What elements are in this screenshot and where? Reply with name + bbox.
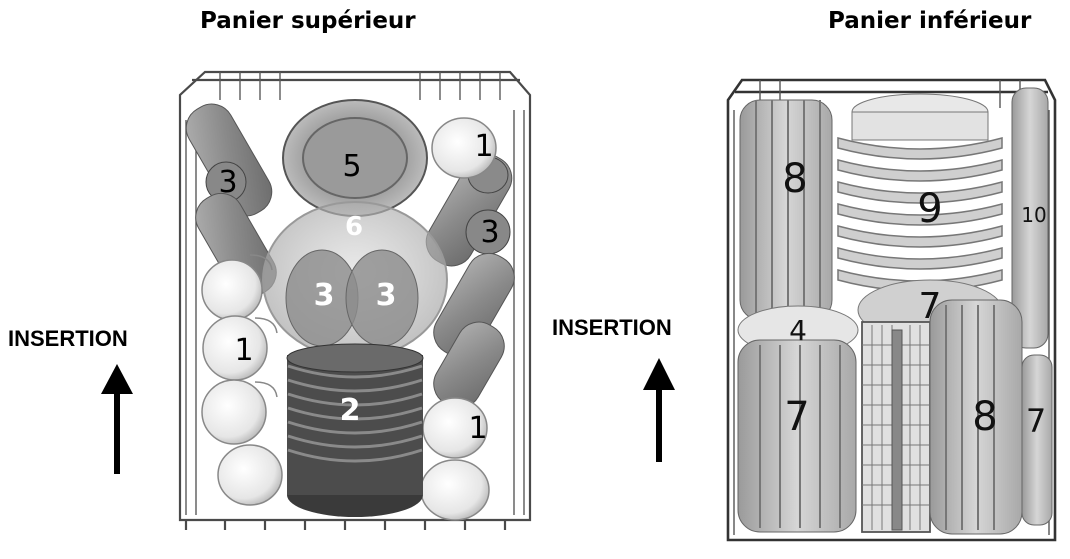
label-upper-1a: 1: [474, 129, 493, 164]
upper-basket: 5 6 3 3 3 3 1 1 1 2: [178, 72, 530, 530]
label-upper-3d: 3: [376, 278, 397, 313]
label-lower-7-left: 7: [784, 394, 809, 440]
label-plate-stack-2: 2: [340, 393, 361, 428]
label-bowl-4: 4: [789, 314, 807, 347]
label-bowl-5: 5: [342, 149, 361, 184]
label-upper-3c: 3: [314, 278, 335, 313]
label-upper-3b: 3: [480, 215, 499, 250]
lower-basket: 8 9 10 7 4 7 8 7: [728, 80, 1055, 540]
plate-stack-2: [287, 344, 423, 517]
label-lower-8-bottom: 8: [972, 394, 997, 440]
plate-rack-8-top: [740, 100, 832, 320]
label-upper-1c: 1: [468, 411, 487, 446]
insertion-arrow-right: [643, 358, 675, 462]
insertion-arrow-left: [101, 364, 133, 474]
label-stack-9: 9: [917, 186, 942, 232]
label-lower-7-center: 7: [919, 286, 942, 327]
cutlery-basket: [862, 322, 930, 532]
label-upper-1b: 1: [234, 333, 253, 368]
label-glass-bowl-6: 6: [345, 212, 363, 242]
label-upper-3a: 3: [218, 165, 237, 200]
label-lower-7-right: 7: [1026, 402, 1046, 440]
plate-7-right: [1022, 355, 1052, 525]
label-lower-8-top: 8: [782, 156, 807, 202]
label-plate-10: 10: [1021, 203, 1046, 227]
